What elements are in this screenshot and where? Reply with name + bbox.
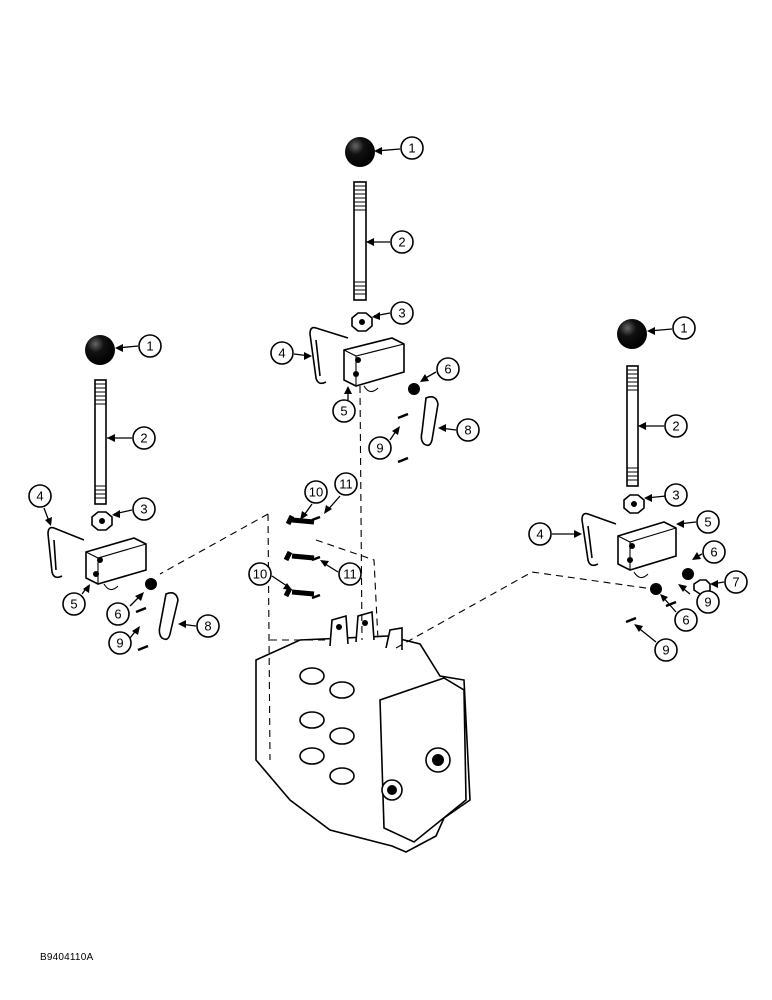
callout-8-center: 8 — [438, 418, 480, 442]
lever-block-center — [343, 337, 405, 393]
left-lever-assembly — [47, 335, 179, 652]
svg-text:6: 6 — [114, 607, 121, 622]
callout-3-right: 3 — [644, 483, 688, 507]
svg-text:2: 2 — [398, 235, 405, 250]
rod-right — [626, 365, 639, 487]
clip-left — [158, 592, 179, 641]
svg-text:1: 1 — [680, 321, 687, 336]
svg-text:9: 9 — [376, 441, 383, 456]
callout-11-top: 11 — [324, 472, 358, 514]
svg-text:9: 9 — [662, 643, 669, 658]
callout-2-right: 2 — [638, 414, 688, 438]
svg-text:2: 2 — [140, 431, 147, 446]
u-bracket-right — [581, 512, 617, 567]
svg-text:11: 11 — [343, 567, 357, 582]
svg-text:7: 7 — [732, 575, 739, 590]
callout-6-right-lower: 6 — [660, 594, 698, 632]
clip-center — [420, 396, 439, 447]
svg-text:5: 5 — [704, 515, 711, 530]
center-lever-assembly — [309, 137, 439, 464]
callout-8-left: 8 — [178, 614, 220, 638]
svg-text:9: 9 — [704, 595, 711, 610]
assembly-dashed-lines — [159, 385, 661, 761]
svg-text:6: 6 — [710, 545, 717, 560]
svg-text:1: 1 — [146, 339, 153, 354]
svg-text:1: 1 — [408, 141, 415, 156]
callout-10-top: 10 — [300, 480, 328, 520]
callout-6-right-upper: 6 — [692, 540, 726, 564]
callout-9-left: 9 — [108, 626, 140, 655]
callout-9-center: 9 — [368, 426, 400, 460]
callout-9-right-upper: 9 — [678, 584, 720, 614]
callout-2-center: 2 — [366, 230, 414, 254]
svg-text:5: 5 — [340, 404, 347, 419]
callout-4-left: 4 — [28, 484, 52, 526]
callout-5-right: 5 — [676, 510, 720, 534]
callout-4-center: 4 — [270, 341, 312, 365]
rod-center — [353, 181, 367, 301]
callout-2-left: 2 — [107, 426, 156, 450]
callout-7-right: 7 — [710, 570, 748, 594]
svg-text:11: 11 — [339, 477, 353, 492]
drawing-code: B9404110A — [40, 952, 94, 963]
washer-right-2 — [682, 568, 694, 580]
rod-left — [94, 379, 107, 505]
mounting-bolts — [283, 514, 321, 600]
svg-text:10: 10 — [309, 485, 323, 500]
callout-3-left: 3 — [112, 497, 156, 521]
u-bracket-center — [309, 326, 349, 385]
svg-text:5: 5 — [70, 597, 77, 612]
callout-10-bottom: 10 — [248, 562, 292, 590]
control-valve-body — [255, 610, 471, 853]
svg-text:4: 4 — [278, 346, 285, 361]
callout-5-left: 5 — [62, 584, 90, 616]
callout-11-bottom: 11 — [320, 560, 362, 586]
callout-5-center: 5 — [332, 386, 356, 423]
right-lever-assembly — [581, 319, 711, 624]
svg-text:3: 3 — [672, 488, 679, 503]
callout-1-center: 1 — [374, 136, 424, 160]
callout-4-right: 4 — [528, 522, 582, 546]
callout-6-center: 6 — [420, 357, 460, 382]
svg-text:6: 6 — [444, 362, 451, 377]
callout-9-right-lower: 9 — [634, 624, 678, 662]
svg-text:10: 10 — [253, 567, 267, 582]
callout-3-center: 3 — [372, 301, 414, 325]
svg-text:3: 3 — [398, 306, 405, 321]
washer-left — [145, 578, 157, 590]
svg-text:9: 9 — [116, 636, 123, 651]
svg-text:3: 3 — [140, 502, 147, 517]
svg-text:2: 2 — [672, 419, 679, 434]
lever-block-left — [85, 537, 147, 591]
washer-center — [408, 383, 420, 395]
lever-block-right — [617, 521, 677, 579]
knob-left — [85, 335, 115, 365]
knob-right — [617, 319, 647, 349]
u-bracket-left — [47, 526, 85, 579]
svg-text:8: 8 — [204, 619, 211, 634]
callout-6-left: 6 — [106, 592, 144, 626]
knob-center — [345, 137, 375, 167]
svg-text:6: 6 — [682, 613, 689, 628]
callouts: 1 2 3 4 5 6 8 — [28, 136, 748, 662]
callout-1-left: 1 — [115, 334, 162, 358]
svg-text:4: 4 — [536, 527, 543, 542]
svg-text:4: 4 — [36, 489, 43, 504]
callout-1-right: 1 — [647, 316, 696, 340]
svg-text:8: 8 — [464, 423, 471, 438]
